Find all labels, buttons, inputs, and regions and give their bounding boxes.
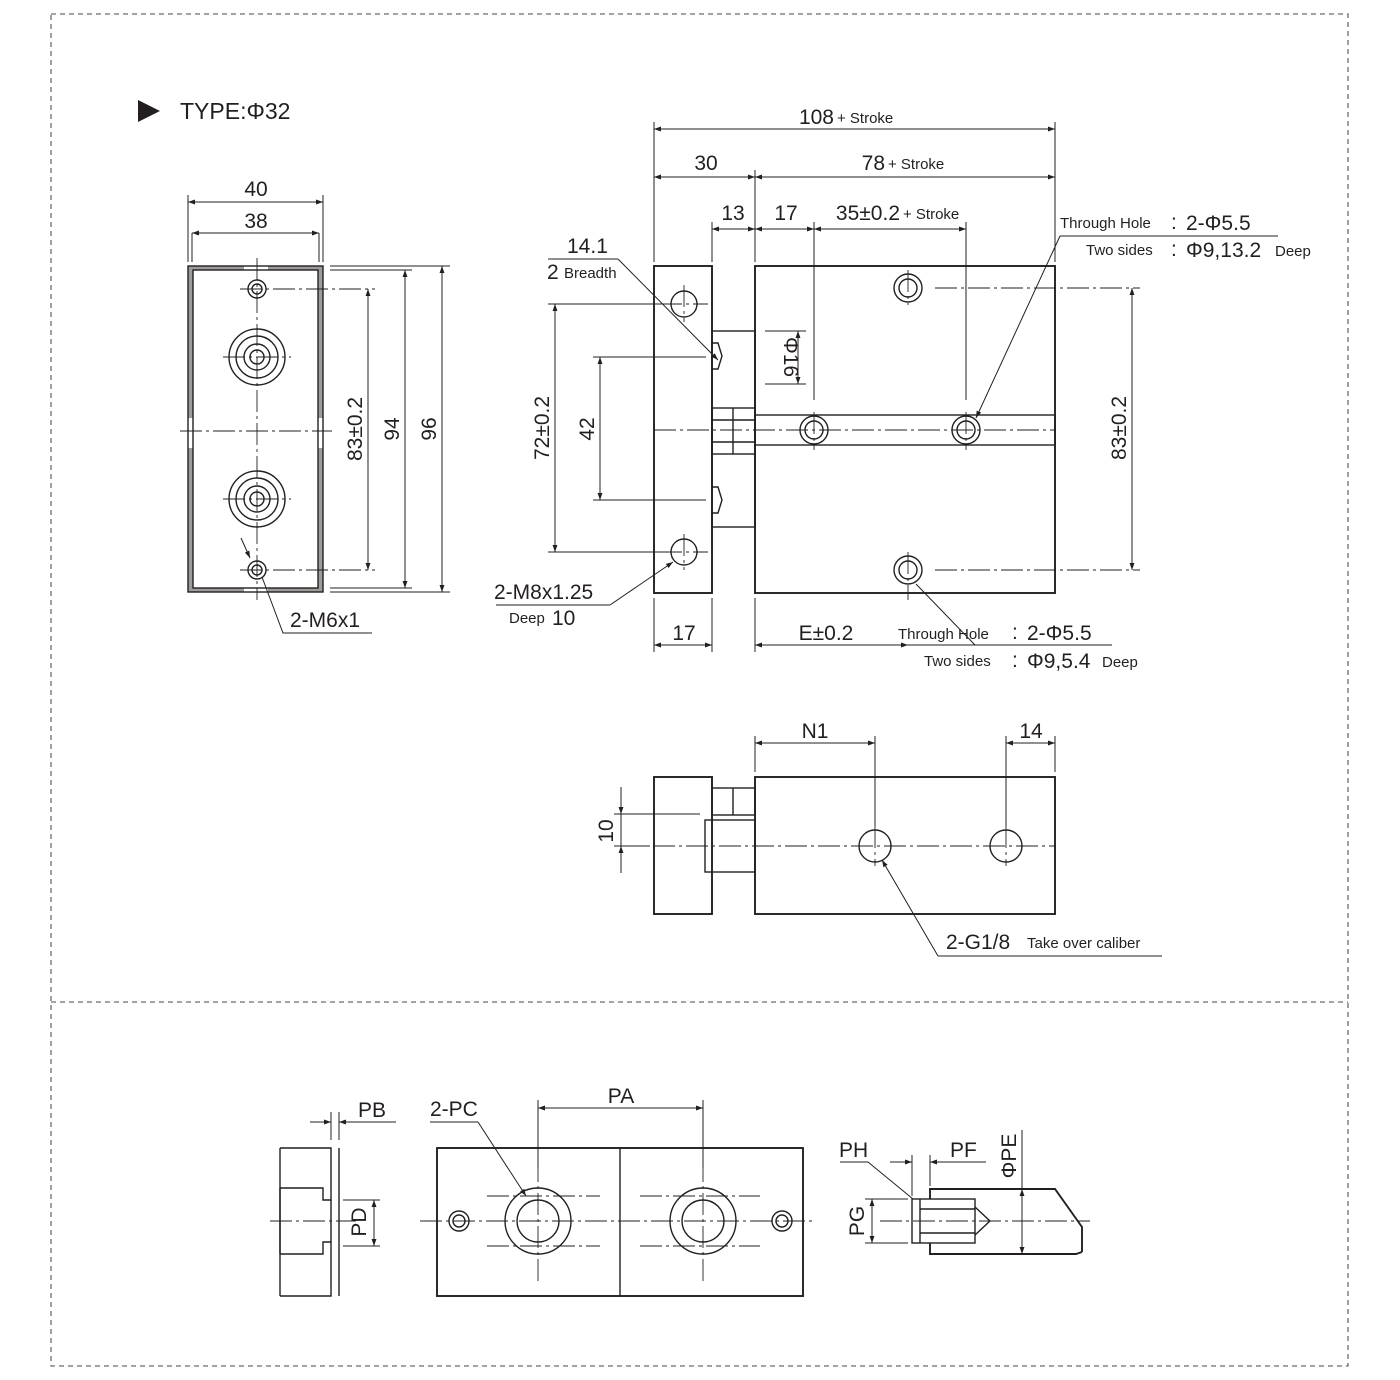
m8-deep-value: 10 <box>552 607 575 630</box>
dim-38: 38 <box>244 210 267 233</box>
dim-35: 35±0.2 <box>836 202 900 225</box>
label-2-pc: 2-PC <box>430 1098 478 1121</box>
front-view: 40 38 83±0.2 94 96 2-M6x1 <box>180 178 450 634</box>
detail-views: PB PD PA 2-PC <box>270 1085 1090 1297</box>
through-hole-bottom-label: Through Hole <box>898 626 989 643</box>
play-icon <box>138 100 160 122</box>
label-pg: PG <box>846 1206 869 1236</box>
through-hole-top-size: 2-Φ5.5 <box>1186 212 1251 235</box>
dim-96: 96 <box>418 417 441 440</box>
dim-14-1: 14.1 <box>567 235 608 258</box>
dim-78: 78 <box>862 152 885 175</box>
side-view: 108 + Stroke 30 78 + Stroke 13 17 35±0.2… <box>494 106 1311 673</box>
dim-17-bottom: 17 <box>672 622 695 645</box>
dim-83-front: 83±0.2 <box>344 397 367 461</box>
dim-n1: N1 <box>802 720 829 743</box>
dim-e: E±0.2 <box>799 622 854 645</box>
m8-deep-label: Deep <box>509 610 545 627</box>
counterbore-top: Φ9,13.2 <box>1186 239 1261 262</box>
label-pb: PB <box>358 1099 386 1122</box>
label-ph: PH <box>839 1139 868 1162</box>
counterbore-bottom: Φ9,5.4 <box>1027 650 1091 673</box>
dim-17-top: 17 <box>774 202 797 225</box>
counterbore-top-deep: Deep <box>1275 243 1311 260</box>
dim-13: 13 <box>721 202 744 225</box>
label-2-m8: 2-M8x1.25 <box>494 581 593 604</box>
label-2-g1-8: 2-G1/8 <box>946 931 1010 954</box>
drawing-frame <box>50 13 1349 1367</box>
label-2-m6x1: 2-M6x1 <box>290 609 360 632</box>
through-hole-top-sep: : <box>1171 211 1177 234</box>
dim-phi16: Φ16 <box>779 337 802 377</box>
counterbore-bottom-deep: Deep <box>1102 654 1138 671</box>
label-pa: PA <box>608 1085 634 1108</box>
dim-83-side: 83±0.2 <box>1108 396 1131 460</box>
two-sides-bottom-sep: : <box>1012 649 1018 672</box>
dim-94: 94 <box>381 417 404 441</box>
dim-35-stroke: + Stroke <box>903 206 959 223</box>
type-title: TYPE:Φ32 <box>180 98 290 124</box>
dim-108-stroke: + Stroke <box>837 110 893 127</box>
through-hole-top-label: Through Hole <box>1060 215 1151 232</box>
dim-78-stroke: + Stroke <box>888 156 944 173</box>
dim-40: 40 <box>244 178 267 201</box>
label-phi-pe: ΦPE <box>998 1134 1021 1179</box>
two-sides-top-label: Two sides <box>1086 242 1153 259</box>
label-pf: PF <box>950 1139 977 1162</box>
breadth-label: Breadth <box>564 265 617 282</box>
through-hole-bottom-size: 2-Φ5.5 <box>1027 622 1092 645</box>
port-view: N1 14 10 2-G1/8 Take over caliber <box>595 720 1162 957</box>
dim-42: 42 <box>576 417 599 440</box>
two-sides-top-sep: : <box>1171 238 1177 261</box>
two-sides-bottom-label: Two sides <box>924 653 991 670</box>
through-hole-bottom-sep: : <box>1012 621 1018 644</box>
dim-108: 108 <box>799 106 834 129</box>
dim-10: 10 <box>595 819 618 842</box>
dim-14-port: 14 <box>1019 720 1043 743</box>
breadth-count: 2 <box>547 261 559 284</box>
dim-30: 30 <box>694 152 717 175</box>
type-heading: TYPE:Φ32 <box>138 98 290 124</box>
dim-72: 72±0.2 <box>531 396 554 460</box>
take-over-caliber: Take over caliber <box>1027 935 1140 952</box>
label-pd: PD <box>348 1207 371 1236</box>
